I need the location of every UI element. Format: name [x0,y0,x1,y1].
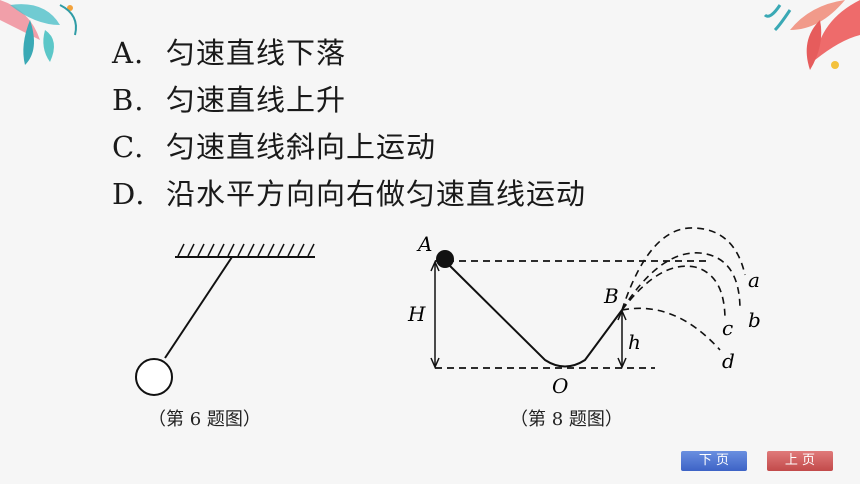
trajectory-a [621,227,746,311]
option-key: D. [112,177,146,211]
trajectory-d [621,307,721,351]
ball [436,250,454,268]
label-a: a [748,268,760,292]
label-h: h [628,330,641,354]
label-H: H [407,302,426,326]
prev-page-button[interactable]: 上 页 [767,451,833,471]
answer-options: A. 匀速直线下落 B. 匀速直线上升 C. 匀速直线斜向上运动 D. 沿水平方向向右做… [112,30,586,218]
option-b[interactable]: B. 匀速直线上升 [112,77,586,124]
option-key: A. [112,36,145,70]
figure-6-caption: （第 6 题图） [148,409,261,430]
option-text: 匀速直线斜向上运动 [166,130,437,164]
trajectory-curves [621,227,746,351]
floral-decoration-left-icon [0,0,77,65]
trajectory-b [621,252,741,311]
next-page-button[interactable]: 下 页 [681,451,747,471]
option-text: 沿水平方向向右做匀速直线运动 [166,177,587,211]
pendulum-figure [135,243,315,396]
option-c[interactable]: C. 匀速直线斜向上运动 [112,124,586,171]
option-text: 匀速直线上升 [166,83,347,117]
option-text: 匀速直线下落 [166,36,347,70]
option-d[interactable]: D. 沿水平方向向右做匀速直线运动 [112,171,586,218]
figure-8-caption: （第 8 题图） [510,409,623,430]
height-H-arrow [430,260,440,369]
label-O: O [552,374,568,398]
option-key: B. [112,83,145,117]
height-h-arrow [617,309,627,369]
option-key: C. [112,130,145,164]
trajectory-c [621,265,726,321]
label-B: B [603,284,619,308]
track-figure: A H B h O a b c d [407,227,761,398]
ceiling-hatch [177,243,315,257]
option-a[interactable]: A. 匀速直线下落 [112,30,586,77]
label-A: A [416,232,432,256]
label-c: c [722,316,733,340]
pendulum-bob [135,358,173,396]
floral-decoration-right-icon [763,0,860,70]
track-path [444,260,623,368]
label-b: b [748,308,761,332]
label-d: d [722,349,735,373]
pendulum-string [164,256,233,359]
